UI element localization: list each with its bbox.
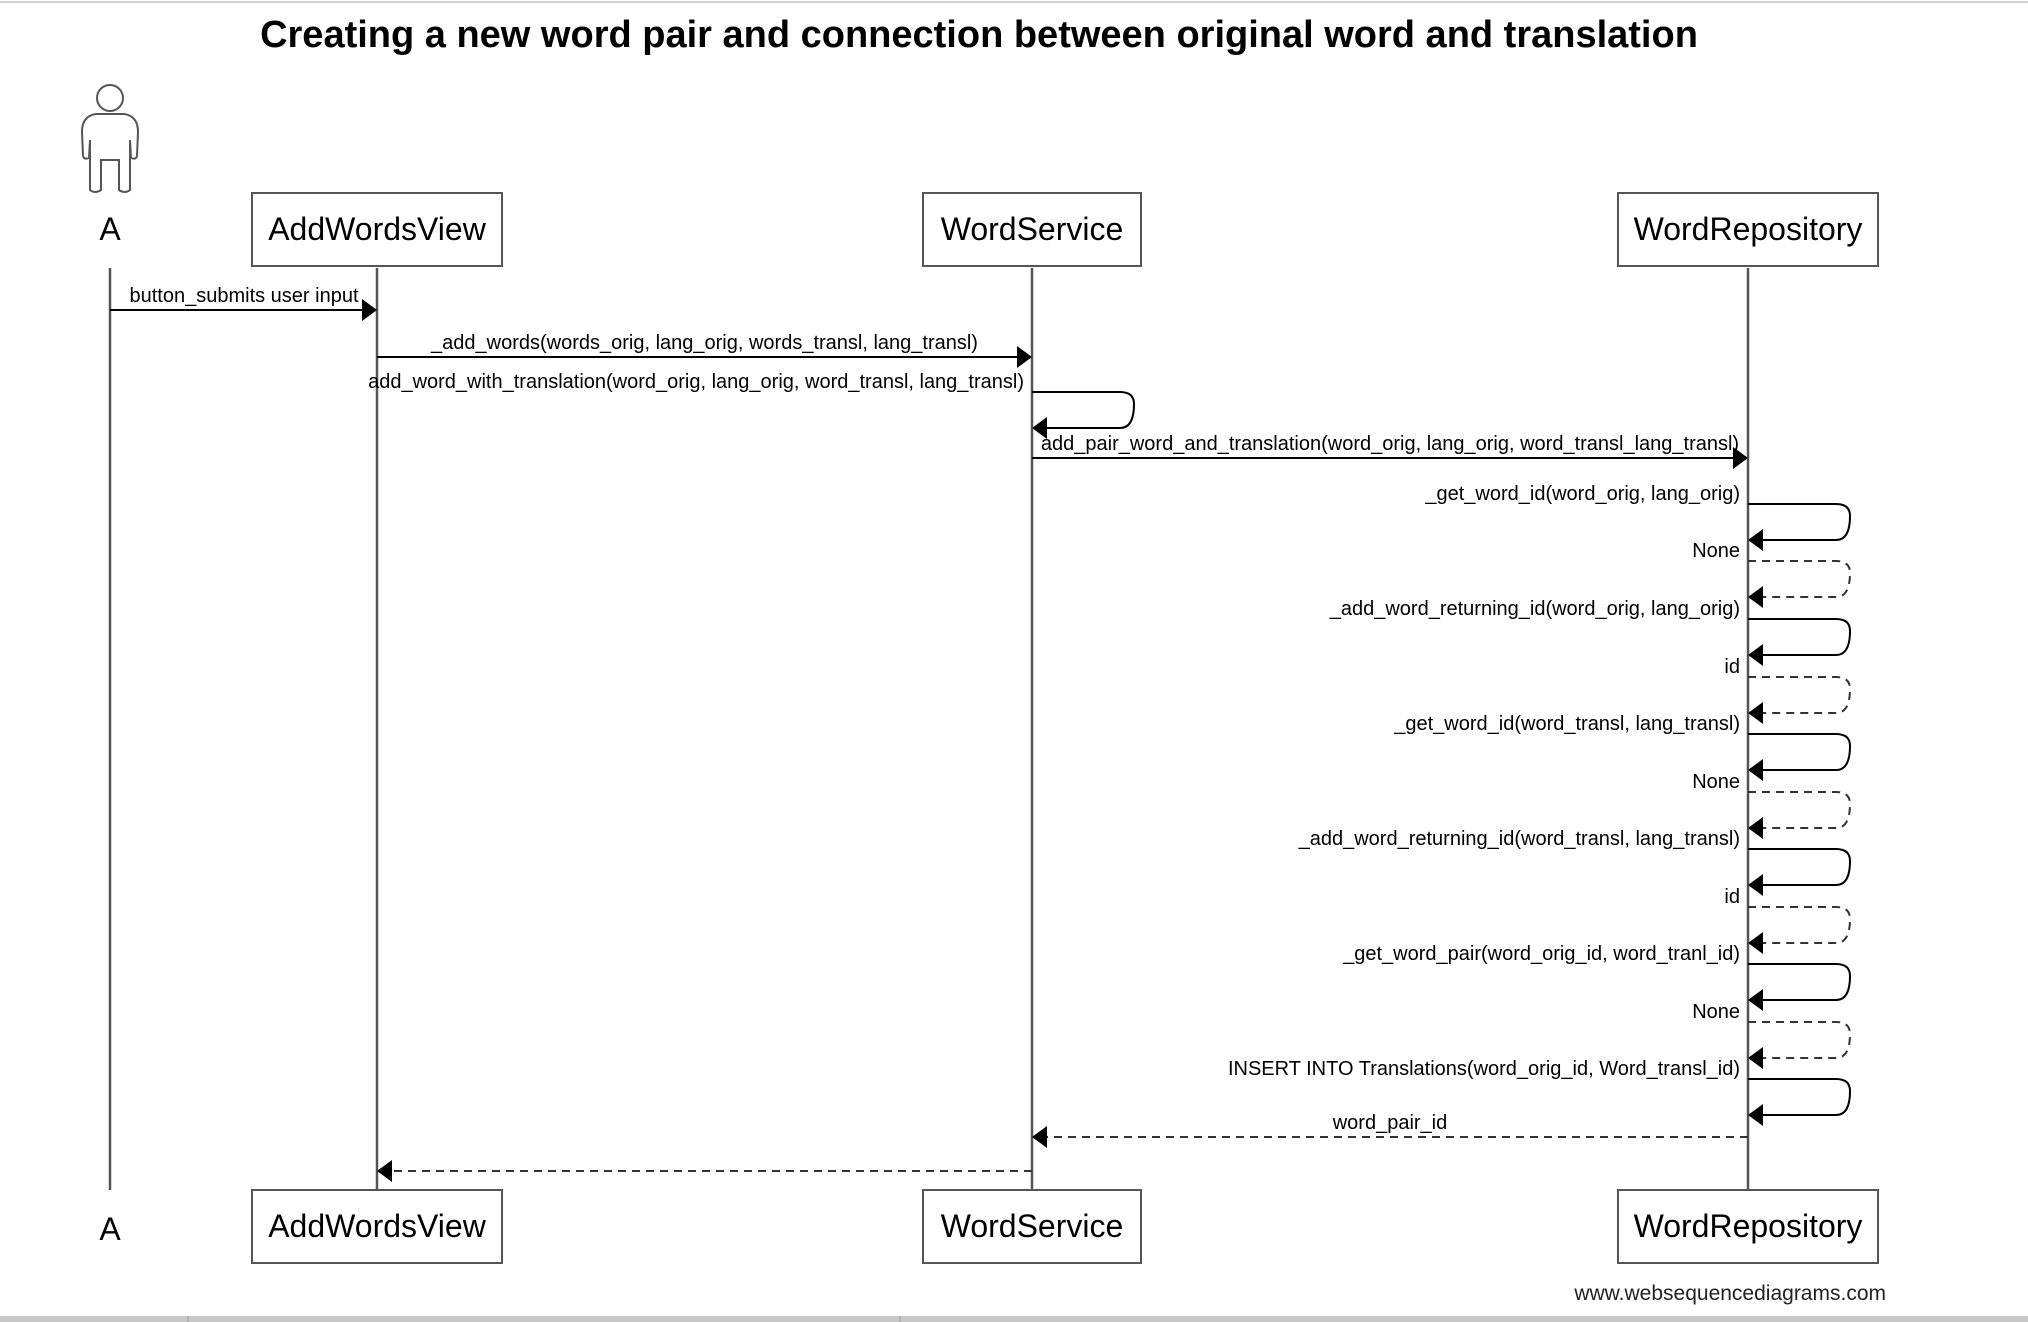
self-message: _get_word_pair(word_orig_id, word_tranl_… <box>1342 943 1852 1011</box>
self-message: _add_word_returning_id(word_orig, lang_o… <box>1329 598 1852 666</box>
self-message: None <box>1692 1001 1852 1069</box>
message-arrow: _add_words(words_orig, lang_orig, words_… <box>377 332 1032 368</box>
message-label: _get_word_pair(word_orig_id, word_tranl_… <box>1342 943 1740 965</box>
message-label: INSERT INTO Translations(word_orig_id, W… <box>1228 1058 1740 1080</box>
self-message: id <box>1724 886 1852 954</box>
participant-label: WordService <box>941 211 1124 247</box>
participant-box-wordservice-bottom: WordService <box>922 1189 1142 1264</box>
watermark: www.websequencediagrams.com <box>1573 1282 1886 1305</box>
message-label: None <box>1692 771 1740 793</box>
participant-box-addwordsview-top: AddWordsView <box>251 192 503 267</box>
participant-box-wordservice-top: WordService <box>922 192 1142 267</box>
participant-box-wordrepository-top: WordRepository <box>1617 192 1879 267</box>
message-arrow: button_submits user input <box>110 285 377 321</box>
participant-box-addwordsview-bottom: AddWordsView <box>251 1189 503 1264</box>
message-label: add_word_with_translation(word_orig, lan… <box>368 371 1024 393</box>
self-message: _get_word_id(word_transl, lang_transl) <box>1393 713 1852 781</box>
message-arrow: add_pair_word_and_translation(word_orig,… <box>1032 433 1748 469</box>
message-label: _add_word_returning_id(word_transl, lang… <box>1298 828 1740 850</box>
return-message <box>377 1160 1032 1182</box>
message-label: _add_words(words_orig, lang_orig, words_… <box>430 332 978 354</box>
message-label: id <box>1724 656 1740 678</box>
message-label: add_pair_word_and_translation(word_orig,… <box>1041 433 1739 455</box>
return-message: word_pair_id <box>1032 1112 1748 1148</box>
participant-label: WordRepository <box>1634 1208 1863 1244</box>
message-label: None <box>1692 1001 1740 1023</box>
participant-box-wordrepository-bottom: WordRepository <box>1617 1189 1879 1264</box>
message-label: id <box>1724 886 1740 908</box>
participant-label: AddWordsView <box>268 1208 486 1244</box>
message-label: None <box>1692 540 1740 562</box>
self-message: id <box>1724 656 1852 724</box>
participant-label: AddWordsView <box>268 211 486 247</box>
participant-label: WordRepository <box>1634 211 1863 247</box>
self-message: None <box>1692 540 1852 608</box>
message-label: button_submits user input <box>129 285 358 307</box>
actor-icon <box>80 84 140 193</box>
diagram-title: Creating a new word pair and connection … <box>260 14 1698 56</box>
message-label: word_pair_id <box>1332 1112 1448 1134</box>
participant-label: WordService <box>941 1208 1124 1244</box>
message-label: _get_word_id(word_orig, lang_orig) <box>1424 483 1740 505</box>
participant-label-a-bottom: A <box>99 1211 121 1247</box>
self-message: _add_word_returning_id(word_transl, lang… <box>1298 828 1852 896</box>
participant-label-a-top: A <box>99 211 121 247</box>
self-message: INSERT INTO Translations(word_orig_id, W… <box>1228 1058 1852 1126</box>
self-message: _get_word_id(word_orig, lang_orig) <box>1424 483 1852 551</box>
self-message: None <box>1692 771 1852 839</box>
message-label: _get_word_id(word_transl, lang_transl) <box>1393 713 1740 735</box>
message-label: _add_word_returning_id(word_orig, lang_o… <box>1329 598 1740 620</box>
self-message: add_word_with_translation(word_orig, lan… <box>368 371 1136 439</box>
